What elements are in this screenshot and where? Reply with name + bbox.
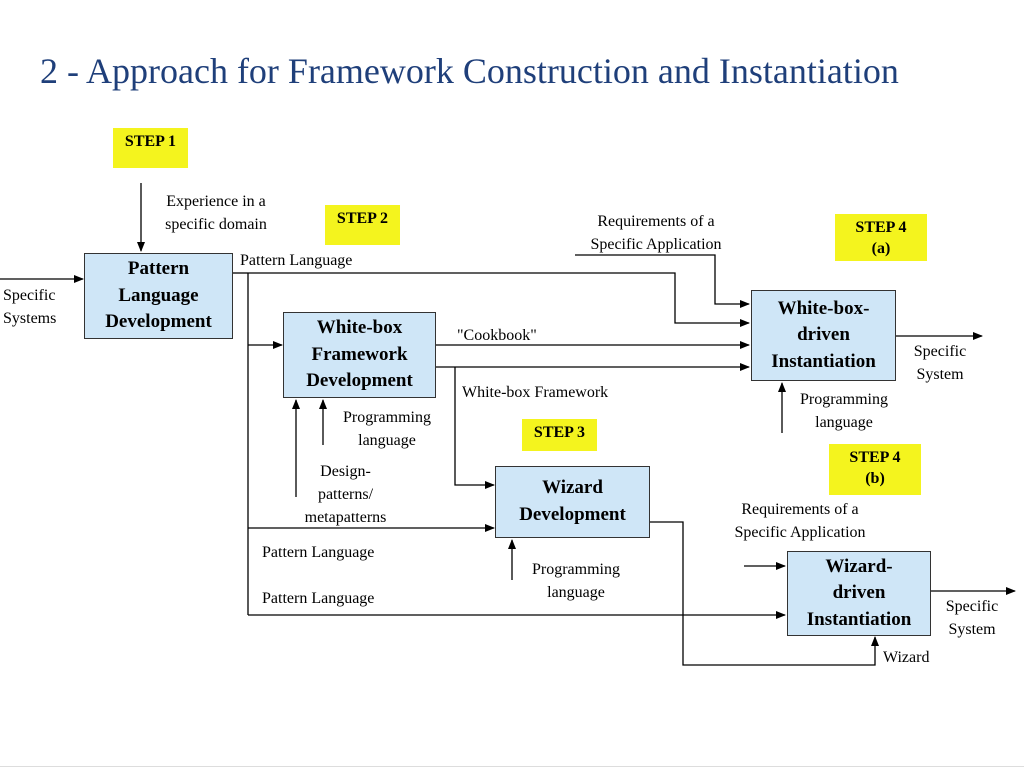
design-patterns-label: Design- patterns/ metapatterns [304, 463, 387, 527]
wizard-development-box: Wizard Development [495, 466, 650, 538]
step-4a-badge: STEP 4 (a) [835, 214, 927, 261]
specific-system-a-label: Specific System [913, 343, 967, 384]
wizard-label: Wizard [883, 649, 930, 666]
requirements-bottom-label: Requirements of a Specific Application [734, 501, 866, 542]
bottom-divider [0, 766, 1024, 767]
pattern-language-mid-label: Pattern Language [262, 544, 375, 561]
pattern-language-top-arrow [248, 272, 750, 327]
wizard-driven-instantiation-box: Wizard- driven Instantiation [787, 551, 931, 636]
experience-label: Experience in a specific domain [165, 193, 267, 234]
pattern-language-bottom-label: Pattern Language [262, 590, 375, 607]
whitebox-framework-to-wizard-arrow [454, 367, 495, 489]
step-3-badge: STEP 3 [522, 419, 597, 451]
whitebox-framework-development-box: White-box Framework Development [283, 312, 436, 398]
pattern-language-development-box: Pattern Language Development [84, 253, 233, 339]
wizard-output-arrow [650, 521, 879, 666]
step-1-badge: STEP 1 [113, 128, 188, 168]
programming-language-wizard-label: Programming language [532, 561, 620, 602]
slide-title: 2 - Approach for Framework Construction … [40, 51, 899, 91]
requirements-top-arrow [575, 254, 750, 308]
programming-language-wb-label: Programming language [343, 409, 431, 450]
specific-systems-label: Specific Systems [3, 287, 57, 328]
cookbook-label: "Cookbook" [457, 327, 537, 344]
whitebox-driven-instantiation-box: White-box- driven Instantiation [751, 290, 896, 381]
specific-system-b-label: Specific System [945, 598, 999, 639]
requirements-top-label: Requirements of a Specific Application [590, 213, 722, 254]
pattern-language-top-label: Pattern Language [240, 252, 353, 269]
step-4b-badge: STEP 4 (b) [829, 444, 921, 495]
whitebox-framework-label: White-box Framework [462, 384, 609, 401]
step-2-badge: STEP 2 [325, 205, 400, 245]
programming-language-a-label: Programming language [800, 391, 888, 432]
